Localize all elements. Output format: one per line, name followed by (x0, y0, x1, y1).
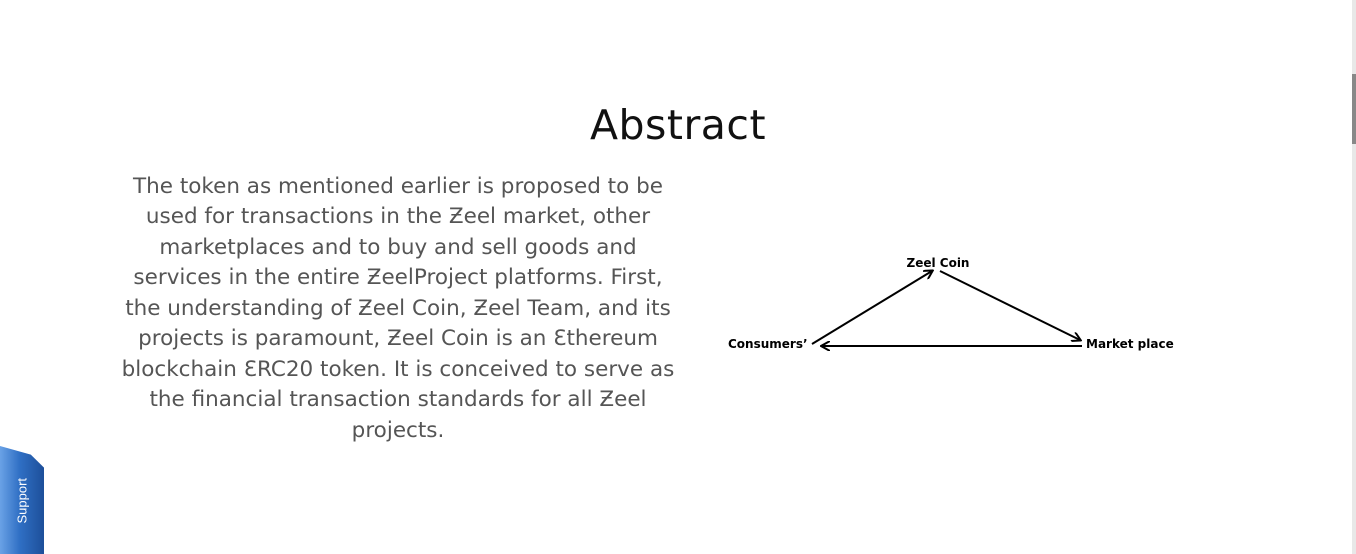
arrow-coin-to-market (939, 270, 1080, 340)
scrollbar-track[interactable] (1352, 0, 1356, 554)
page-title: Abstract (589, 101, 767, 150)
zeel-coin-flow-diagram: Zeel Coin Consumers’ Market place (728, 256, 1174, 351)
support-label: Support (14, 477, 30, 524)
node-market-place: Market place (1086, 337, 1174, 351)
scrollbar-thumb[interactable] (1352, 74, 1356, 144)
abstract-paragraph: The token as mentioned earlier is propos… (121, 173, 675, 443)
support-tab[interactable]: Support (0, 446, 44, 554)
arrow-consumers-to-coin (811, 271, 932, 345)
node-consumers: Consumers’ (728, 337, 808, 351)
node-zeel-coin: Zeel Coin (907, 256, 970, 270)
